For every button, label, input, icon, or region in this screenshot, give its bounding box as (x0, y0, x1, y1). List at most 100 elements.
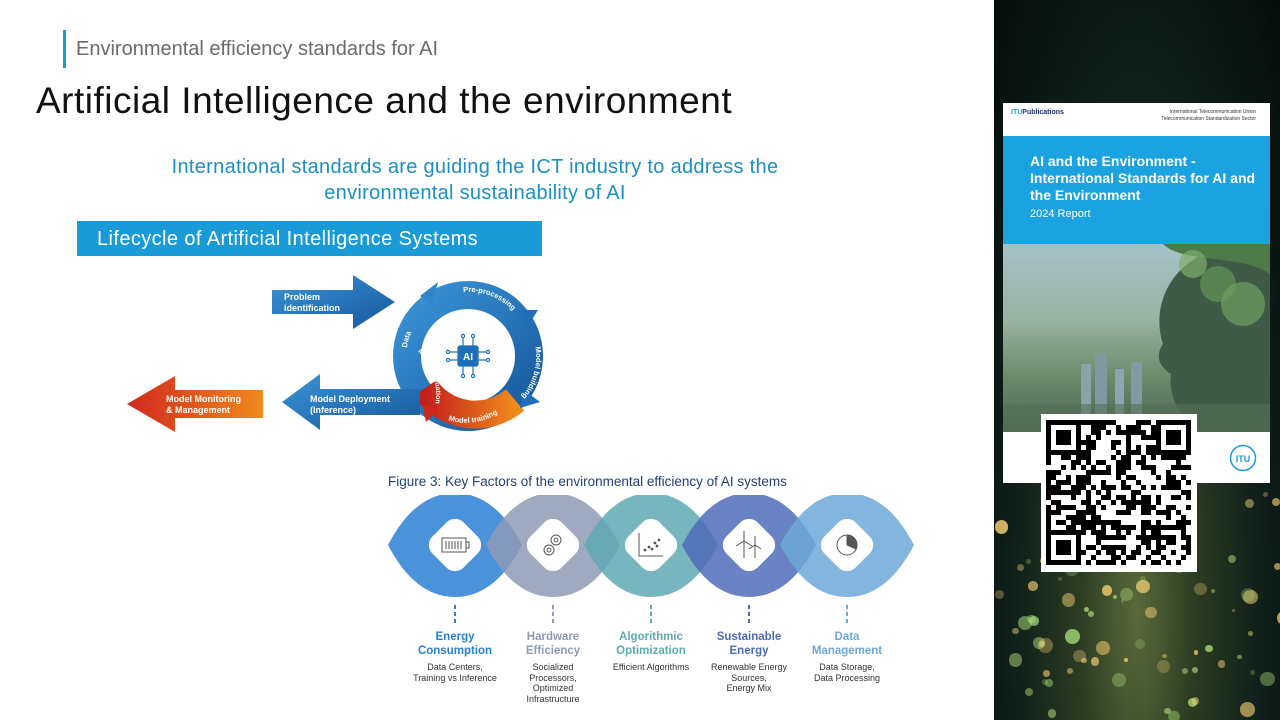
qr-module (1116, 450, 1121, 455)
qr-module (1046, 515, 1051, 520)
qr-module (1091, 520, 1096, 525)
qr-module (1166, 535, 1171, 540)
qr-module (1171, 540, 1176, 545)
qr-module (1046, 470, 1051, 475)
qr-module (1056, 490, 1061, 495)
qr-module (1141, 500, 1146, 505)
bokeh-light (1260, 671, 1275, 687)
qr-module (1121, 480, 1126, 485)
qr-module (1141, 520, 1146, 525)
qr-module (1056, 450, 1061, 455)
qr-module (1171, 465, 1176, 470)
qr-module (1086, 455, 1091, 460)
factor-title-line: Sustainable (716, 631, 782, 643)
qr-module (1056, 545, 1061, 550)
qr-module (1121, 460, 1126, 465)
wind-turbine-icon (735, 531, 762, 558)
factor-description-line: Infrastructure (526, 693, 580, 704)
report-publisher: ITUPublications (1011, 109, 1064, 116)
header-accent-bar (63, 30, 66, 68)
qr-module (1096, 460, 1101, 465)
qr-module (1176, 520, 1181, 525)
qr-module (1061, 465, 1066, 470)
bokeh-light (1162, 653, 1167, 659)
report-publisher-prefix: ITU (1011, 109, 1023, 116)
qr-module (1046, 440, 1051, 445)
qr-module (1056, 440, 1061, 445)
bokeh-light (1119, 588, 1133, 602)
qr-module (1091, 545, 1096, 550)
qr-module (1076, 530, 1081, 535)
factor-description-line: Socialized (532, 662, 574, 672)
qr-module (1076, 560, 1081, 565)
qr-module (1171, 440, 1176, 445)
qr-module (1111, 440, 1116, 445)
bokeh-light (1016, 564, 1024, 572)
qr-module (1171, 455, 1176, 460)
qr-module (1051, 510, 1056, 515)
qr-module (1096, 550, 1101, 555)
bokeh-light (1241, 587, 1256, 603)
qr-module (1061, 450, 1066, 455)
qr-module (1121, 535, 1126, 540)
qr-module (1166, 475, 1171, 480)
report-org-line-2: Telecommunication Standardization Sector (1161, 116, 1256, 122)
qr-module (1146, 520, 1151, 525)
bokeh-light (1120, 599, 1125, 603)
qr-module (1066, 545, 1071, 550)
qr-module (1136, 420, 1141, 425)
qr-module (1086, 440, 1091, 445)
qr-module (1046, 535, 1051, 540)
qr-module (1176, 465, 1181, 470)
qr-module (1111, 520, 1116, 525)
qr-module (1051, 490, 1056, 495)
qr-module (1171, 535, 1176, 540)
qr-module (1151, 430, 1156, 435)
qr-module (1086, 480, 1091, 485)
bokeh-light (1012, 627, 1019, 635)
qr-module (1061, 440, 1066, 445)
qr-module (1101, 535, 1106, 540)
qr-module (1101, 495, 1106, 500)
qr-module (1046, 495, 1051, 500)
lifecycle-heading: Lifecycle of Artificial Intelligence Sys… (77, 221, 542, 256)
factor-description-line: Data Storage, (819, 662, 875, 672)
qr-module (1076, 455, 1081, 460)
factor-description: Data Centers,Training vs Inference (405, 662, 505, 683)
bokeh-light (1038, 638, 1053, 653)
qr-module (1046, 435, 1051, 440)
qr-module (1126, 425, 1131, 430)
qr-module (1081, 525, 1086, 530)
qr-module (1091, 440, 1096, 445)
bokeh-light (1024, 687, 1034, 697)
qr-module (1141, 540, 1146, 545)
section-kicker: Environmental efficiency standards for A… (76, 38, 439, 60)
qr-module (1101, 505, 1106, 510)
qr-module (1056, 485, 1061, 490)
qr-module (1076, 475, 1081, 480)
lifecycle-diagram: Problem identification Data Pre-processi… (127, 275, 543, 432)
bokeh-light (1081, 657, 1088, 664)
qr-module (1076, 435, 1081, 440)
qr-module (1161, 555, 1166, 560)
qr-module (1076, 490, 1081, 495)
qr-module (1116, 460, 1121, 465)
qr-code[interactable] (1041, 414, 1197, 572)
qr-module (1176, 420, 1181, 425)
qr-module (1171, 475, 1176, 480)
qr-module (1066, 530, 1071, 535)
factor-description-line: Data Centers, (427, 662, 483, 672)
qr-module (1046, 445, 1051, 450)
qr-module (1186, 425, 1191, 430)
bokeh-light (1008, 653, 1023, 667)
qr-module (1096, 470, 1101, 475)
qr-module (1056, 430, 1061, 435)
qr-module (1176, 460, 1181, 465)
qr-module (1071, 525, 1076, 530)
qr-module (1166, 420, 1171, 425)
bokeh-light (1194, 582, 1207, 596)
qr-module (1146, 540, 1151, 545)
qr-module (1121, 485, 1126, 490)
qr-module (1086, 525, 1091, 530)
